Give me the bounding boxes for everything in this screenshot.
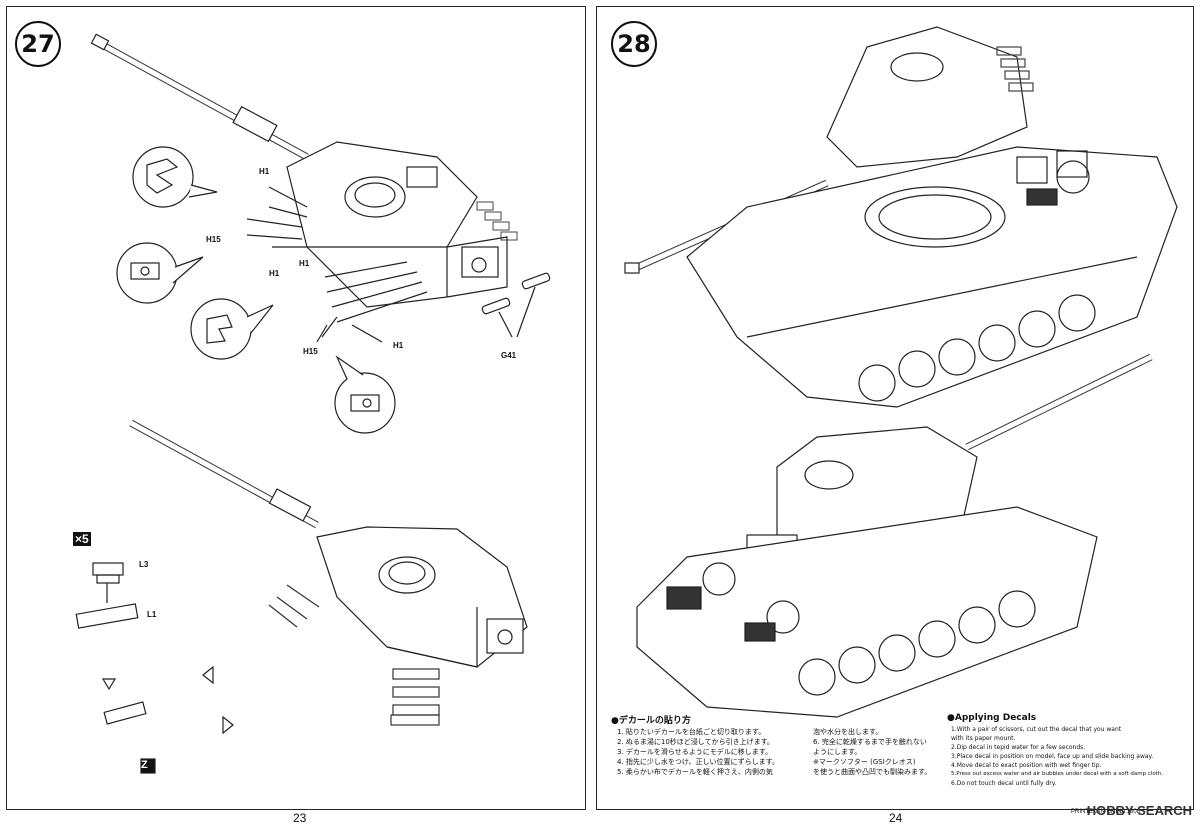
turret-assembly-illustration [90,33,551,434]
decal-jp-line: 5. 柔らかい布でデカールを軽く押さえ、内側の気 [617,768,773,776]
part-label-h1: H1 [393,341,404,350]
decal-en-line: 3.Place decal in position on model, face… [951,753,1154,760]
decal-jp-line: ようにします。 [813,748,862,756]
part-label-h1: H1 [269,269,280,278]
decal-jp-line: を使うと曲面や凸凹でも馴染みます。 [813,768,932,776]
decal-en-line: with its paper mount. [951,735,1016,742]
decal-en-line: 1.With a pair of scissors, cut out the d… [951,726,1122,733]
decal-jp-line: 1. 貼りたいデカールを台紙ごと切り取ります。 [617,728,766,736]
printed-in-label: PRINTED IN CHINA 1808 [1071,809,1141,815]
part-label-l1: L1 [147,610,157,619]
quantity-badge: ×5 [73,532,91,546]
turret-track-links-illustration [75,419,528,774]
tank-completed-rear-illustration [636,353,1153,718]
decal-instructions-japanese: ●デカールの貼り方 1. 貼りたいデカールを台紙ごと切り取ります。 2. ぬるま… [611,713,941,776]
decal-title-en: ●Applying Decals [947,713,1037,723]
lower-badge: Z [141,759,148,771]
decal-jp-line: 6. 完全に乾燥するまで手を触れない [813,738,927,746]
page-number: 23 [293,811,307,825]
decal-en-line: 4.Move decal to exact position with wet … [951,762,1102,769]
instruction-page-right: 28 [596,6,1194,825]
part-label-h1: H1 [259,167,270,176]
page-number: 24 [889,811,903,825]
quantity-text: ×5 [73,532,91,546]
decal-en-line: 6.Do not touch decal until fully dry. [951,780,1057,787]
part-label-l3: L3 [139,560,149,569]
decal-jp-line: 2. ぬるま湯に10秒ほど浸してから引き上げます。 [617,738,774,746]
decal-instructions: ●デカールの貼り方 1. 貼りたいデカールを台紙ごと切り取ります。 2. ぬるま… [611,713,1183,807]
decal-instructions-english: ●Applying Decals 1.With a pair of scisso… [947,713,1187,787]
decal-jp-line: 3. デカールを滑らせるようにモデルに移します。 [617,748,773,756]
part-label-h1: H1 [299,259,310,268]
decal-jp-line: ※マークソフター (GSIクレオス) [813,758,916,766]
decal-en-line: 2.Dip decal in tepid water for a few sec… [951,744,1086,751]
part-label-g41: G41 [501,351,517,360]
part-label-h15: H15 [303,347,318,356]
watermark-logo: HOBBY SEARCH [1086,803,1192,818]
part-label-h15: H15 [206,235,221,244]
tank-hull-turret-mounting-illustration [624,26,1178,408]
decal-en-line: 5.Press out excess water and air bubbles… [951,771,1164,777]
decal-jp-line: 泡や水分を出します。 [813,728,883,736]
decal-title-jp: ●デカールの貼り方 [611,716,691,726]
decal-jp-line: 4. 指先に少し水をつけ、正しい位置にずらします。 [617,758,779,766]
step-28-number: 28 [611,21,657,67]
instruction-page-left: 27 [6,6,586,825]
step-27-number: 27 [15,21,61,67]
